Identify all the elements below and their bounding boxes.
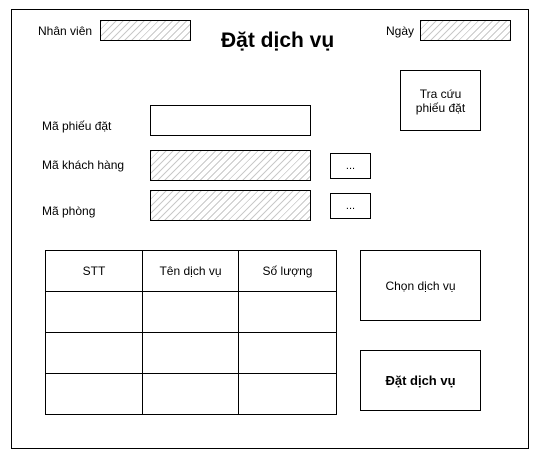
table-cell[interactable] (45, 373, 143, 415)
lookup-booking-button[interactable]: Tra cứu phiếu đặt (400, 70, 481, 131)
customer-id-label: Mã khách hàng (42, 158, 125, 172)
table-row[interactable] (45, 373, 337, 415)
table-cell[interactable] (45, 332, 143, 374)
table-row[interactable] (45, 332, 337, 374)
booking-id-input[interactable] (150, 105, 311, 136)
table-cell[interactable] (142, 291, 239, 333)
customer-id-field[interactable] (150, 150, 311, 181)
column-header-quantity: Số lượng (238, 250, 337, 292)
booking-id-label: Mã phiếu đặt (42, 119, 112, 133)
staff-field[interactable] (100, 20, 191, 41)
customer-browse-label: ... (345, 160, 356, 172)
form-window (11, 9, 529, 449)
page-title: Đặt dịch vụ (221, 29, 335, 52)
table-cell[interactable] (142, 332, 239, 374)
book-service-label: Đặt dịch vụ (385, 372, 456, 388)
staff-label: Nhân viên (38, 24, 93, 38)
table-row[interactable] (45, 291, 337, 333)
table-cell[interactable] (238, 332, 337, 374)
table-cell[interactable] (238, 291, 337, 333)
date-label: Ngày (386, 24, 415, 38)
column-header-service-name: Tên dịch vụ (142, 250, 239, 292)
table-cell[interactable] (238, 373, 337, 415)
table-header-row: STT Tên dịch vụ Số lượng (45, 250, 337, 292)
room-browse-button[interactable]: ... (330, 193, 371, 219)
choose-service-button[interactable]: Chọn dịch vụ (360, 250, 481, 321)
lookup-booking-label: Tra cứu phiếu đặt (415, 86, 466, 115)
table-cell[interactable] (45, 291, 143, 333)
column-header-stt: STT (45, 250, 143, 292)
room-id-field[interactable] (150, 190, 311, 221)
book-service-button[interactable]: Đặt dịch vụ (360, 350, 481, 411)
choose-service-label: Chọn dịch vụ (385, 278, 456, 293)
customer-browse-button[interactable]: ... (330, 153, 371, 179)
service-table: STT Tên dịch vụ Số lượng (45, 250, 337, 415)
room-id-label: Mã phòng (42, 204, 96, 218)
table-cell[interactable] (142, 373, 239, 415)
room-browse-label: ... (345, 200, 356, 212)
date-field[interactable] (420, 20, 511, 41)
